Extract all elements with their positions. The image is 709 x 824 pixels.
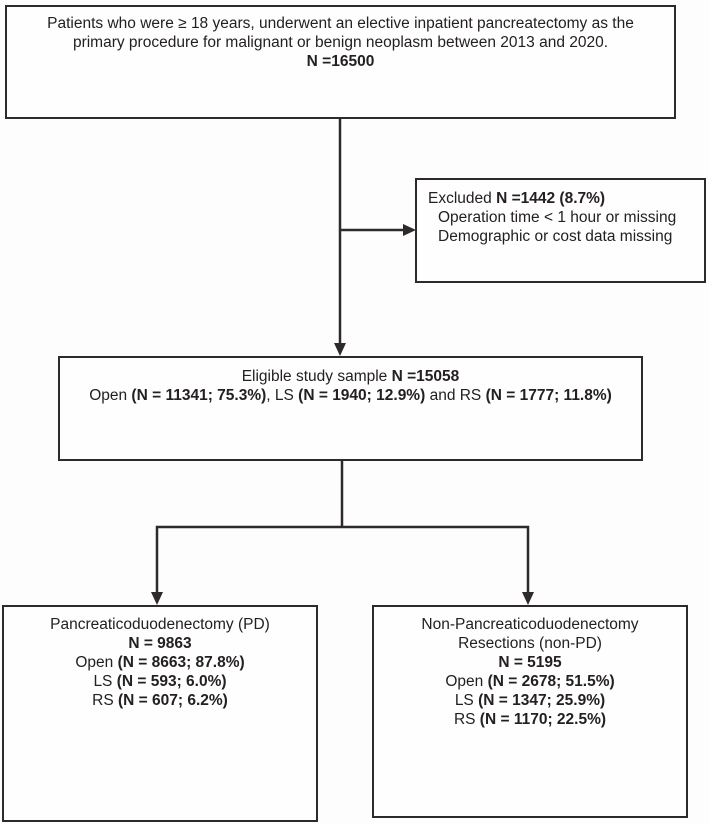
connector-split-to-bottom-boxes — [155, 525, 530, 596]
eligible-breakdown: Open (N = 11341; 75.3%), LS (N = 1940; 1… — [60, 386, 641, 405]
non-pd-title-line1: Non-Pancreaticoduodenectomy — [421, 616, 639, 633]
arrowhead-into-pd — [151, 592, 163, 605]
eligible-label: Eligible study sample — [241, 368, 392, 385]
pd-open-label: Open — [75, 654, 118, 671]
eligible-rs-label: and RS — [425, 387, 486, 404]
excluded-header: Excluded N =1442 (8.7%) — [428, 189, 698, 208]
pd-ls-n: (N = 593; 6.0%) — [116, 673, 227, 690]
eligible-rs-n: (N = 1777; 11.8%) — [485, 387, 612, 404]
excluded-label: Excluded — [428, 190, 497, 207]
non-pd-ls-label: LS — [454, 692, 479, 709]
population-text-line1: Patients who were ≥ 18 years, underwent … — [47, 15, 634, 32]
eligible-header: Eligible study sample N =15058 — [60, 367, 641, 386]
non-pd-rs-label: RS — [453, 711, 480, 728]
non-pd-n: N = 5195 — [498, 654, 562, 671]
excluded-reason-1: Operation time < 1 hour or missing — [438, 209, 677, 226]
pd-open-row: Open (N = 8663; 87.8%) — [4, 653, 316, 672]
pd-rs-label: RS — [92, 692, 118, 709]
non-pd-open-n: (N = 2678; 51.5%) — [487, 673, 615, 690]
population-box: Patients who were ≥ 18 years, underwent … — [5, 5, 676, 119]
eligible-ls-label: , LS — [266, 387, 299, 404]
eligible-ls-n: (N = 1940; 12.9%) — [298, 387, 426, 404]
non-pd-open-label: Open — [445, 673, 488, 690]
eligible-open-n: (N = 11341; 75.3%) — [131, 387, 267, 404]
arrowhead-into-non-pd — [522, 592, 534, 605]
excluded-box: Excluded N =1442 (8.7%) Operation time <… — [415, 178, 706, 283]
pd-title: Pancreaticoduodenectomy (PD) — [50, 616, 270, 633]
eligible-box: Eligible study sample N =15058 Open (N =… — [58, 356, 643, 461]
non-pd-box: Non-Pancreaticoduodenectomy Resections (… — [372, 605, 688, 818]
non-pd-rs-n: (N = 1170; 22.5%) — [479, 711, 607, 728]
pd-rs-n: (N = 607; 6.2%) — [118, 692, 228, 709]
pd-rs-row: RS (N = 607; 6.2%) — [4, 691, 316, 710]
eligible-open-label: Open — [89, 387, 132, 404]
pd-open-n: (N = 8663; 87.8%) — [117, 654, 245, 671]
population-text-line2: primary procedure for malignant or benig… — [72, 34, 609, 51]
excluded-n: N =1442 (8.7%) — [496, 190, 606, 207]
population-n: N =16500 — [306, 53, 375, 70]
non-pd-ls-row: LS (N = 1347; 25.9%) — [374, 691, 686, 710]
non-pd-title-line2: Resections (non-PD) — [458, 635, 602, 652]
non-pd-open-row: Open (N = 2678; 51.5%) — [374, 672, 686, 691]
pd-ls-label: LS — [93, 673, 117, 690]
non-pd-ls-n: (N = 1347; 25.9%) — [478, 692, 606, 709]
pd-n: N = 9863 — [128, 635, 192, 652]
arrowhead-into-eligible — [334, 343, 346, 356]
pd-box: Pancreaticoduodenectomy (PD) N = 9863 Op… — [2, 605, 318, 822]
non-pd-rs-row: RS (N = 1170; 22.5%) — [374, 710, 686, 729]
eligible-n: N =15058 — [391, 368, 460, 385]
pd-ls-row: LS (N = 593; 6.0%) — [4, 672, 316, 691]
excluded-reason-2: Demographic or cost data missing — [438, 228, 673, 245]
